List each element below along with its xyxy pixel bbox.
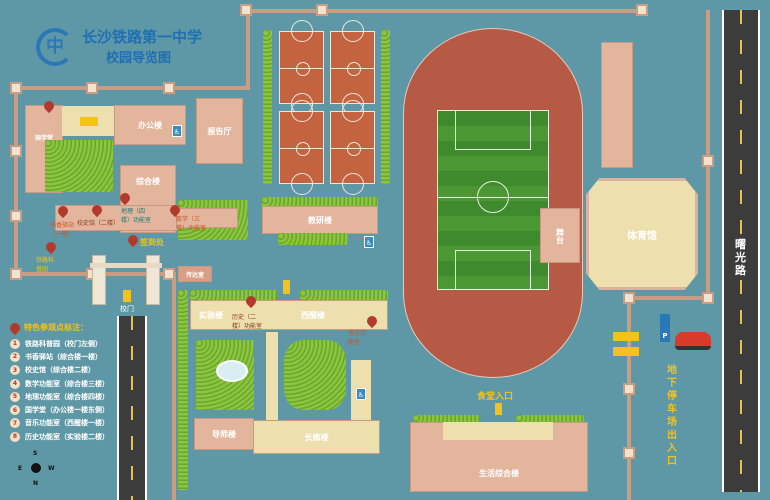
fence-post (240, 4, 252, 16)
building-wing-east (176, 208, 238, 228)
building-teaching: 教研楼 (262, 206, 378, 234)
compass-icon: S N E W (18, 450, 55, 487)
fence-post (316, 4, 328, 16)
building-tutor: 导师楼 (194, 418, 254, 450)
fence-post (10, 82, 22, 94)
fence-post (702, 292, 714, 304)
pin-label: 书香驿站（一楼） (50, 222, 75, 238)
building-gym: 体育馆 (586, 178, 698, 290)
fence-post (86, 82, 98, 94)
path (246, 9, 250, 89)
hedge (300, 290, 388, 300)
building-hall: 报告厅 (196, 98, 243, 164)
pin-label: 音乐功能室 (348, 330, 367, 346)
hedge (263, 30, 272, 184)
pin-label: 校史馆（二楼） (77, 220, 120, 227)
path (627, 298, 631, 500)
garden (284, 340, 346, 410)
fence-post (10, 210, 22, 222)
fence-post (702, 155, 714, 167)
basketball-court (279, 20, 324, 115)
building-living: 生活综合楼 (410, 422, 588, 492)
entry-arrow (613, 332, 639, 341)
exit-arrow (613, 347, 639, 356)
building-lab: 实验楼 西醒楼 (190, 300, 388, 330)
pin-label: 历史（二楼）功能室 (232, 314, 263, 330)
path (172, 272, 176, 500)
hedge (381, 30, 390, 184)
fence-post (636, 4, 648, 16)
direction-arrow (80, 117, 98, 126)
building-corridor: 长廊楼 (253, 420, 380, 454)
school-logo: 中 (36, 28, 74, 66)
fence-post (10, 268, 22, 280)
field-halfway (437, 197, 549, 198)
garden (45, 140, 113, 192)
road-gate (117, 316, 147, 500)
path (628, 296, 708, 300)
gate-arrow (123, 290, 131, 302)
penalty-box (455, 250, 531, 290)
building-guard: 传达室 (178, 266, 212, 282)
car-icon (675, 332, 711, 350)
gate-label: 校门 (120, 305, 134, 313)
building-west-label: 西醒楼 (301, 311, 325, 320)
restroom-icon: ♿ (364, 236, 374, 248)
path (14, 86, 18, 276)
path (14, 86, 250, 90)
courtyard (443, 422, 553, 440)
restroom-icon: ♿ (172, 125, 182, 137)
path (245, 9, 645, 13)
title-line2: 校园导览图 (106, 51, 172, 66)
location-pin-icon[interactable] (43, 239, 59, 255)
fence-post (163, 82, 175, 94)
hedge (190, 290, 277, 300)
fence-post (623, 447, 635, 459)
hedge (262, 197, 378, 207)
road-name: 曙光路 (735, 238, 747, 277)
building-annex (601, 42, 633, 168)
building-lab-label: 实验楼 (199, 311, 223, 320)
basketball-court (279, 100, 324, 195)
basketball-court (330, 20, 375, 115)
parking-sign-icon: P (660, 314, 670, 342)
gate-beam (90, 263, 162, 268)
direction-arrow (283, 280, 290, 294)
pin-label: 地理（四楼）功能室 (121, 208, 152, 224)
location-pin-icon[interactable] (125, 232, 141, 248)
pin-label: 数学（三楼）功能室 (176, 216, 207, 232)
hedge (413, 415, 480, 423)
restroom-icon: ♿ (356, 388, 366, 400)
title-line1: 长沙铁路第一中学 (82, 28, 203, 46)
fence-post (623, 292, 635, 304)
penalty-box (455, 110, 531, 150)
hedge (178, 290, 188, 490)
fence-post (163, 268, 175, 280)
parking-label: 地下停车场出入口 (667, 365, 677, 467)
canteen-label: 食堂入口 (477, 392, 514, 402)
pin-label: 铁路科普园 (36, 257, 55, 273)
stage: 舞台 (540, 208, 580, 263)
sign-in-label: 签到处 (140, 238, 164, 247)
canteen-arrow (495, 403, 502, 415)
fountain (216, 360, 248, 382)
fence-post (623, 383, 635, 395)
garden (278, 233, 348, 245)
legend-title: 特色参观点标注： (24, 323, 88, 332)
fence-post (10, 145, 22, 157)
basketball-court (330, 100, 375, 195)
walkway (266, 332, 278, 422)
location-pin-icon (7, 320, 23, 335)
hedge (516, 415, 584, 423)
